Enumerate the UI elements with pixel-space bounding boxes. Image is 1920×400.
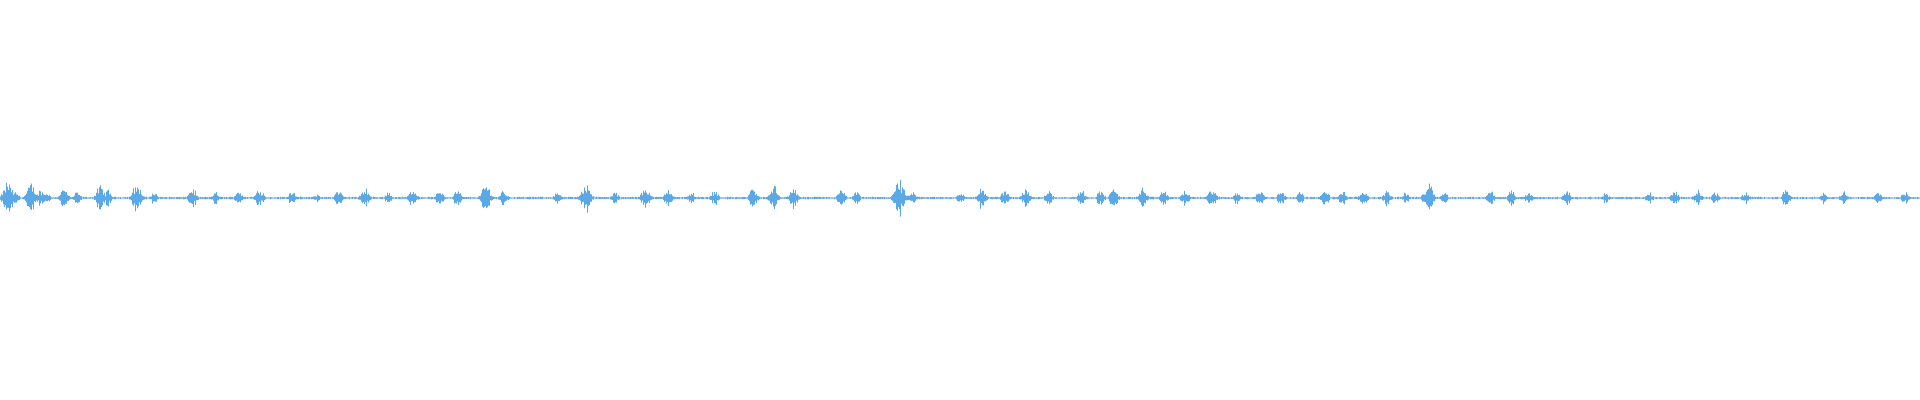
- waveform-samples: [0, 179, 1920, 217]
- waveform-trace: [0, 179, 1920, 217]
